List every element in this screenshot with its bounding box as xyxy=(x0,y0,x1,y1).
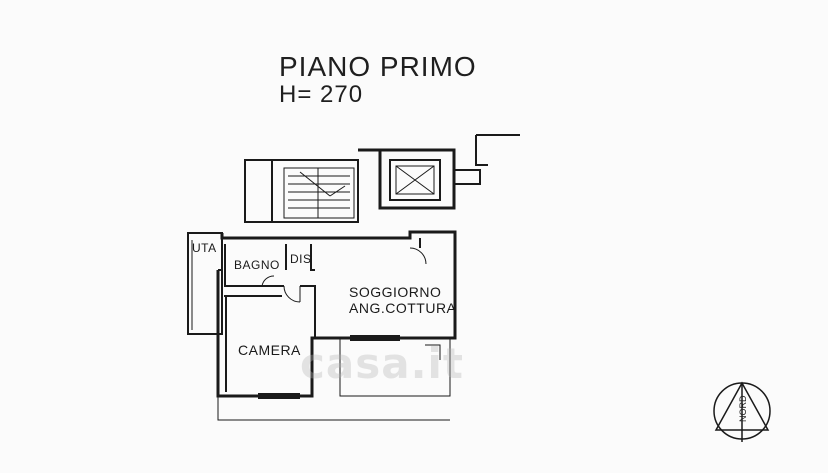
plan-walls xyxy=(187,134,520,421)
room-label-uta: UTA xyxy=(192,241,217,255)
ceiling-height: H= 270 xyxy=(279,81,364,108)
room-label-dis: DIS xyxy=(290,252,312,266)
stair-treads xyxy=(288,168,350,218)
north-compass xyxy=(713,381,771,442)
room-label-soggiorno: SOGGIORNO xyxy=(349,284,442,300)
windows xyxy=(258,335,400,399)
watermark: casa.it xyxy=(300,339,465,388)
room-label-camera: CAMERA xyxy=(238,342,301,358)
room-label-bagno: BAGNO xyxy=(234,258,280,272)
room-label-angolo-cottura: ANG.COTTURA xyxy=(349,300,457,316)
elevator-symbol xyxy=(395,165,435,195)
compass-label: NORD xyxy=(738,395,748,423)
floor-title: PIANO PRIMO xyxy=(279,51,477,82)
door-swings xyxy=(261,247,427,303)
